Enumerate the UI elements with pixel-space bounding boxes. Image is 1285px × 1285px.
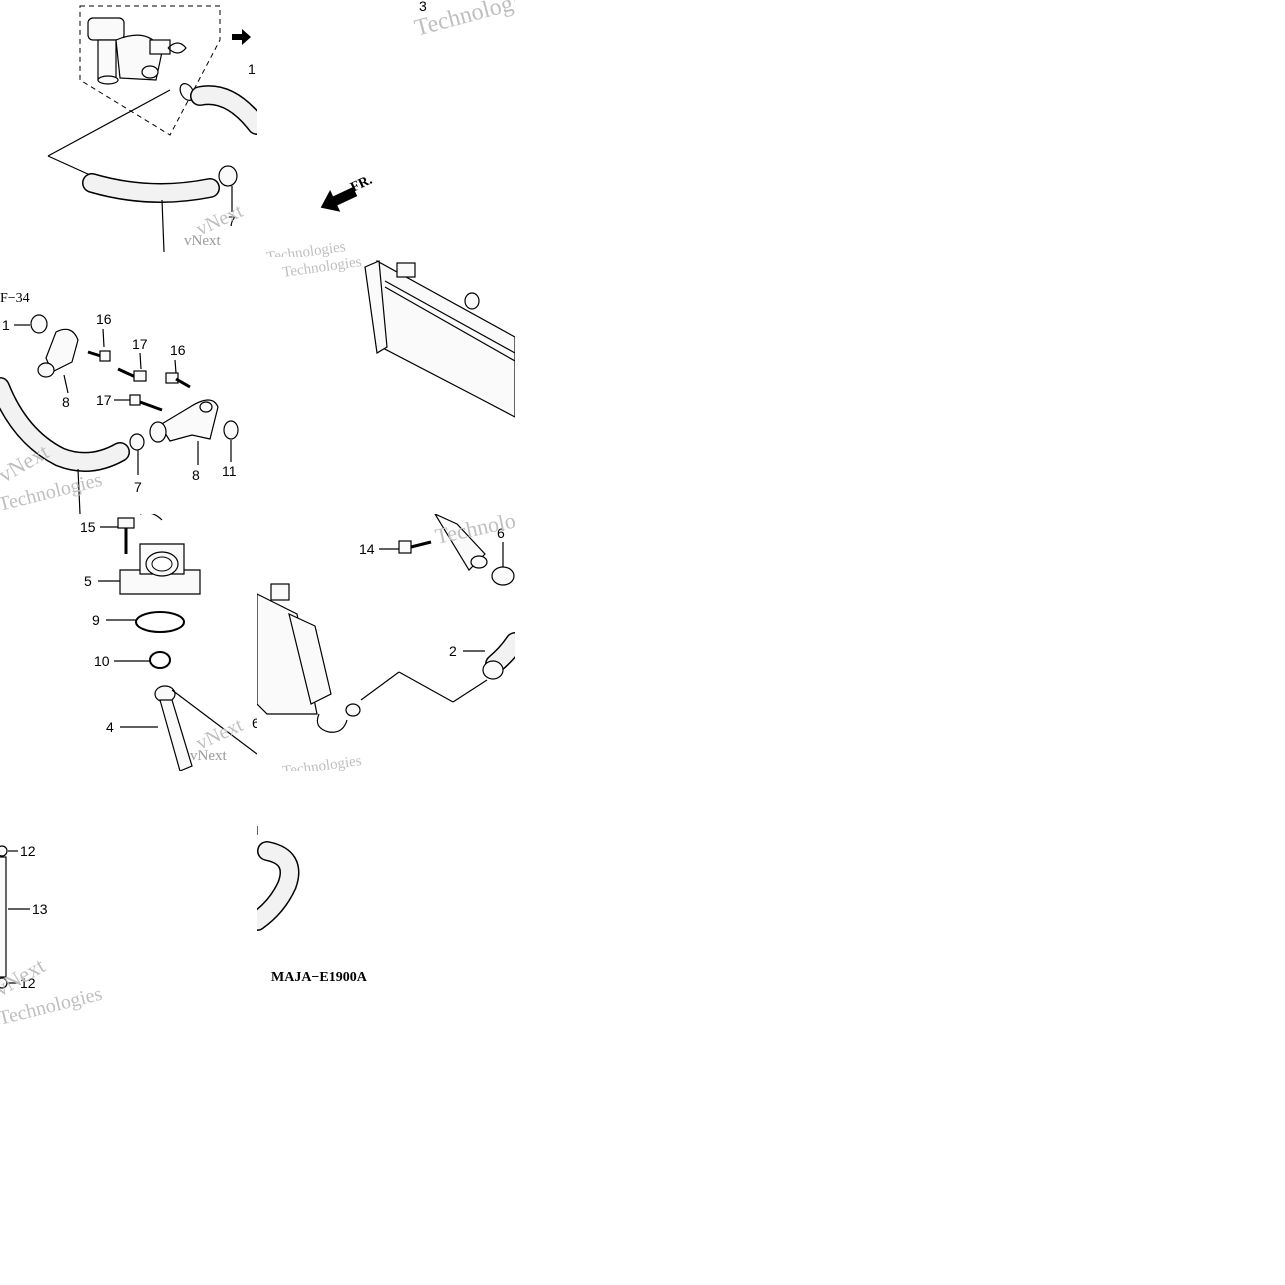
callout-2: 2 [449,643,457,659]
bolt-14 [398,540,432,554]
thermostat-housing [119,543,201,595]
tile-thermostat: 15 5 9 10 4 [0,514,257,771]
watermark-word: Technologies [281,257,362,281]
water-pipe-8-upper [37,328,79,378]
callout-12: 12 [20,843,36,859]
watermark-word: Technologies [412,0,515,42]
callout-16: 16 [96,311,112,327]
front-arrow-icon [320,187,358,212]
tile-radiator-lower: 14 6 Technologies 2 [257,514,515,771]
callout-17: 17 [132,336,148,352]
tile-cap-assembly: 7 1 vNext vNext [0,0,257,257]
watermark-brand: vNext [184,233,221,249]
callout-17: 17 [96,392,112,408]
tile-overflow-tube: 12 13 12 vNext Technologies [0,771,257,1028]
watermark-brand: vNext [0,953,49,1002]
tile-lower-hose: MAJA−E1900A [257,771,515,1028]
water-pipe-8-lower [149,399,219,443]
watermark-word: Technologies [265,239,346,257]
callout-1: 1 [2,317,10,333]
watermark-word: Technologies [281,753,362,771]
radiator-lower [257,583,361,733]
callout-7: 7 [228,213,236,229]
bolt-16-a [87,350,111,362]
radiator-upper [364,259,515,418]
callout-1: 1 [248,61,256,77]
callout-12: 12 [20,975,36,991]
callout-11: 11 [222,463,237,479]
tile-front-marker: 3 Technologies FR. Technologies [257,0,515,257]
tile-radiator-upper: Technologies [257,257,515,514]
callout-14: 14 [359,541,375,557]
callout-13: 13 [32,901,48,917]
tile-water-pipes: F−34 1 8 16 17 16 [0,257,257,514]
bolt-17-a [117,367,147,382]
callout-15: 15 [80,519,96,535]
callout-10: 10 [94,653,110,669]
bolt-15 [117,517,135,554]
overflow-tube [0,856,7,978]
callout-8: 8 [62,394,70,410]
callout-5: 5 [84,573,92,589]
bolt-16-b [165,372,191,389]
watermark-brand: vNext [190,748,227,764]
callout-16: 16 [170,342,186,358]
callout-6: 6 [252,715,257,731]
section-reference: F−34 [0,291,30,306]
bolt-17-b [129,394,163,412]
front-marker-label: FR. [348,173,374,196]
diagram-reference-code: MAJA−E1900A [271,970,368,985]
callout-8: 8 [192,467,200,483]
water-hose-4 [154,685,193,771]
callout-4: 4 [106,719,114,735]
callout-7: 7 [134,479,142,495]
callout-3: 3 [419,0,427,14]
callout-6: 6 [497,525,505,541]
callout-9: 9 [92,612,100,628]
reservoir-cap-part [87,17,171,85]
